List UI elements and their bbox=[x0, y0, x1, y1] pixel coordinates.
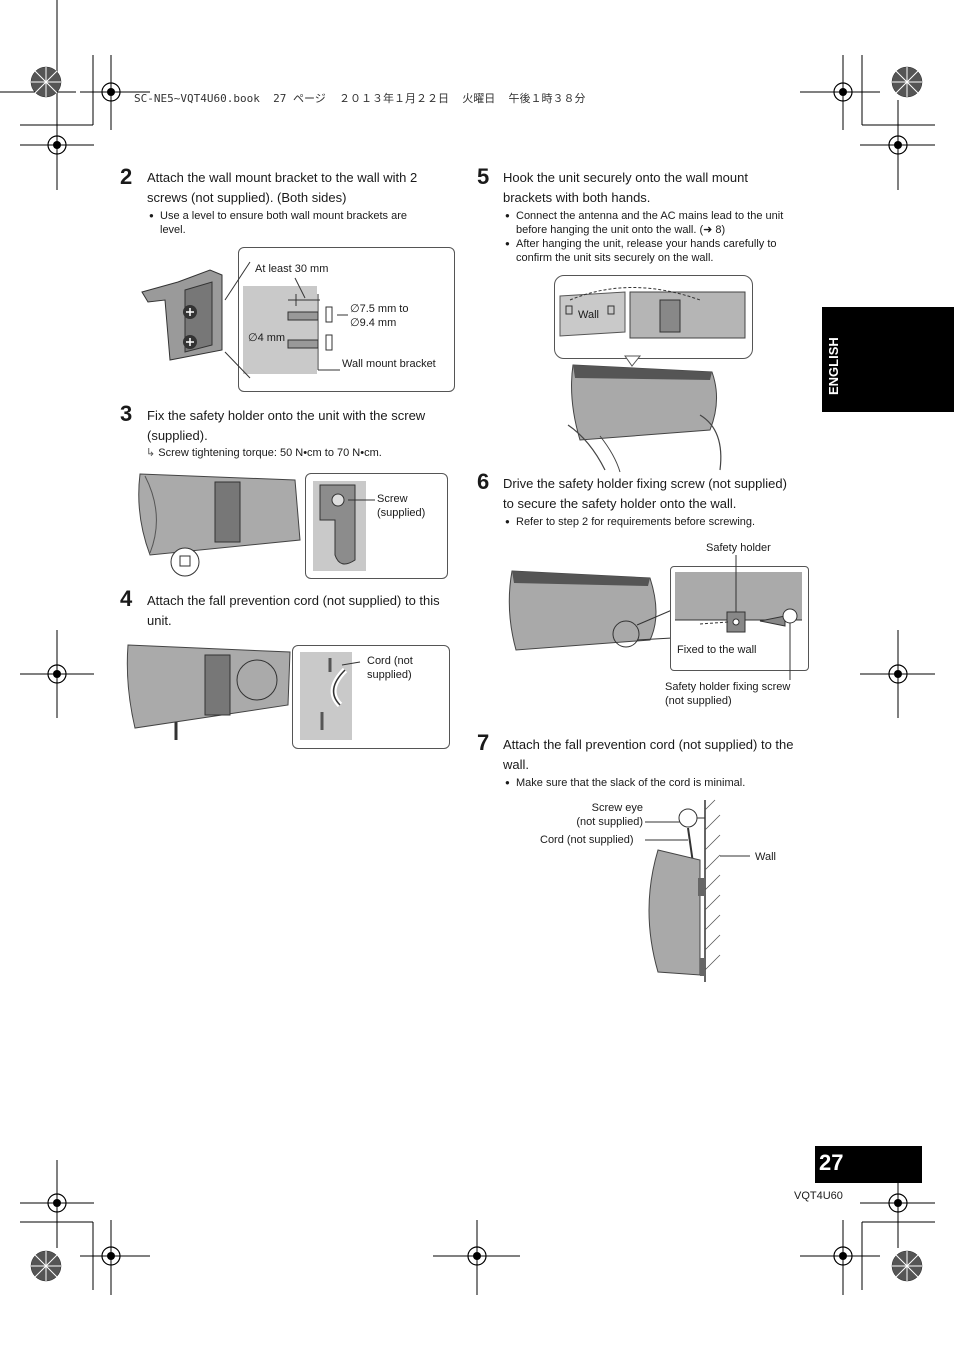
step-7-bullet: Make sure that the slack of the cord is … bbox=[505, 776, 816, 790]
cord-closeup bbox=[300, 652, 352, 740]
book-header: SC-NE5~VQT4U60.book 27 ページ ２０１３年１月２２日 火曜… bbox=[134, 92, 586, 105]
step-5-bullet-1: Connect the antenna and the AC mains lea… bbox=[505, 209, 816, 237]
step-4-number: 4 bbox=[120, 586, 133, 611]
step-7-number: 7 bbox=[477, 730, 490, 755]
label-screw: Screw(supplied) bbox=[377, 493, 426, 519]
step-2-bullet: Use a level to ensure both wall mount br… bbox=[149, 209, 450, 237]
label-wall-7: Wall bbox=[755, 851, 776, 863]
label-bracket: Wall mount bracket bbox=[342, 358, 436, 370]
step-6-bullet: Refer to step 2 for requirements before … bbox=[505, 515, 816, 529]
page-number-box: 27 bbox=[815, 1146, 922, 1183]
page-number: 27 bbox=[819, 1150, 844, 1175]
label-cord-7: Cord (not supplied) bbox=[540, 834, 634, 846]
step-3-text: Fix the safety holder onto the unit with… bbox=[147, 408, 426, 443]
label-diameter-4: ∅4 mm bbox=[248, 332, 286, 344]
step-3-note: ↳ Screw tightening torque: 50 N•cm to 70… bbox=[146, 447, 382, 459]
step-6-text: Drive the safety holder fixing screw (no… bbox=[503, 476, 787, 511]
label-screw-eye: Screw eye(not supplied) bbox=[576, 802, 643, 828]
label-diameter-b: ∅9.4 mm bbox=[350, 317, 397, 329]
step-5-bullet-2: After hanging the unit, release your han… bbox=[505, 237, 816, 265]
step-5-text: Hook the unit securely onto the wall mou… bbox=[503, 170, 748, 205]
wall-illustration bbox=[243, 286, 317, 374]
step-5-number: 5 bbox=[477, 164, 490, 189]
label-safety-holder: Safety holder bbox=[706, 542, 771, 554]
step-3-number: 3 bbox=[120, 401, 133, 426]
step-2-text: Attach the wall mount bracket to the wal… bbox=[147, 170, 418, 205]
step-7-text: Attach the fall prevention cord (not sup… bbox=[503, 737, 794, 772]
label-fixed-to-wall: Fixed to the wall bbox=[677, 644, 757, 656]
label-fixing-screw: Safety holder fixing screw(not supplied) bbox=[665, 681, 791, 707]
step-6-number: 6 bbox=[477, 469, 490, 494]
side-tab: ENGLISH bbox=[822, 307, 954, 412]
step-2-number: 2 bbox=[120, 164, 133, 189]
step-4-text: Attach the fall prevention cord (not sup… bbox=[147, 593, 440, 628]
label-diameter-a: ∅7.5 mm to bbox=[350, 303, 409, 315]
doc-code: VQT4U60 bbox=[794, 1190, 843, 1202]
label-at-least: At least 30 mm bbox=[255, 263, 329, 275]
label-wall-5: Wall bbox=[578, 309, 599, 321]
